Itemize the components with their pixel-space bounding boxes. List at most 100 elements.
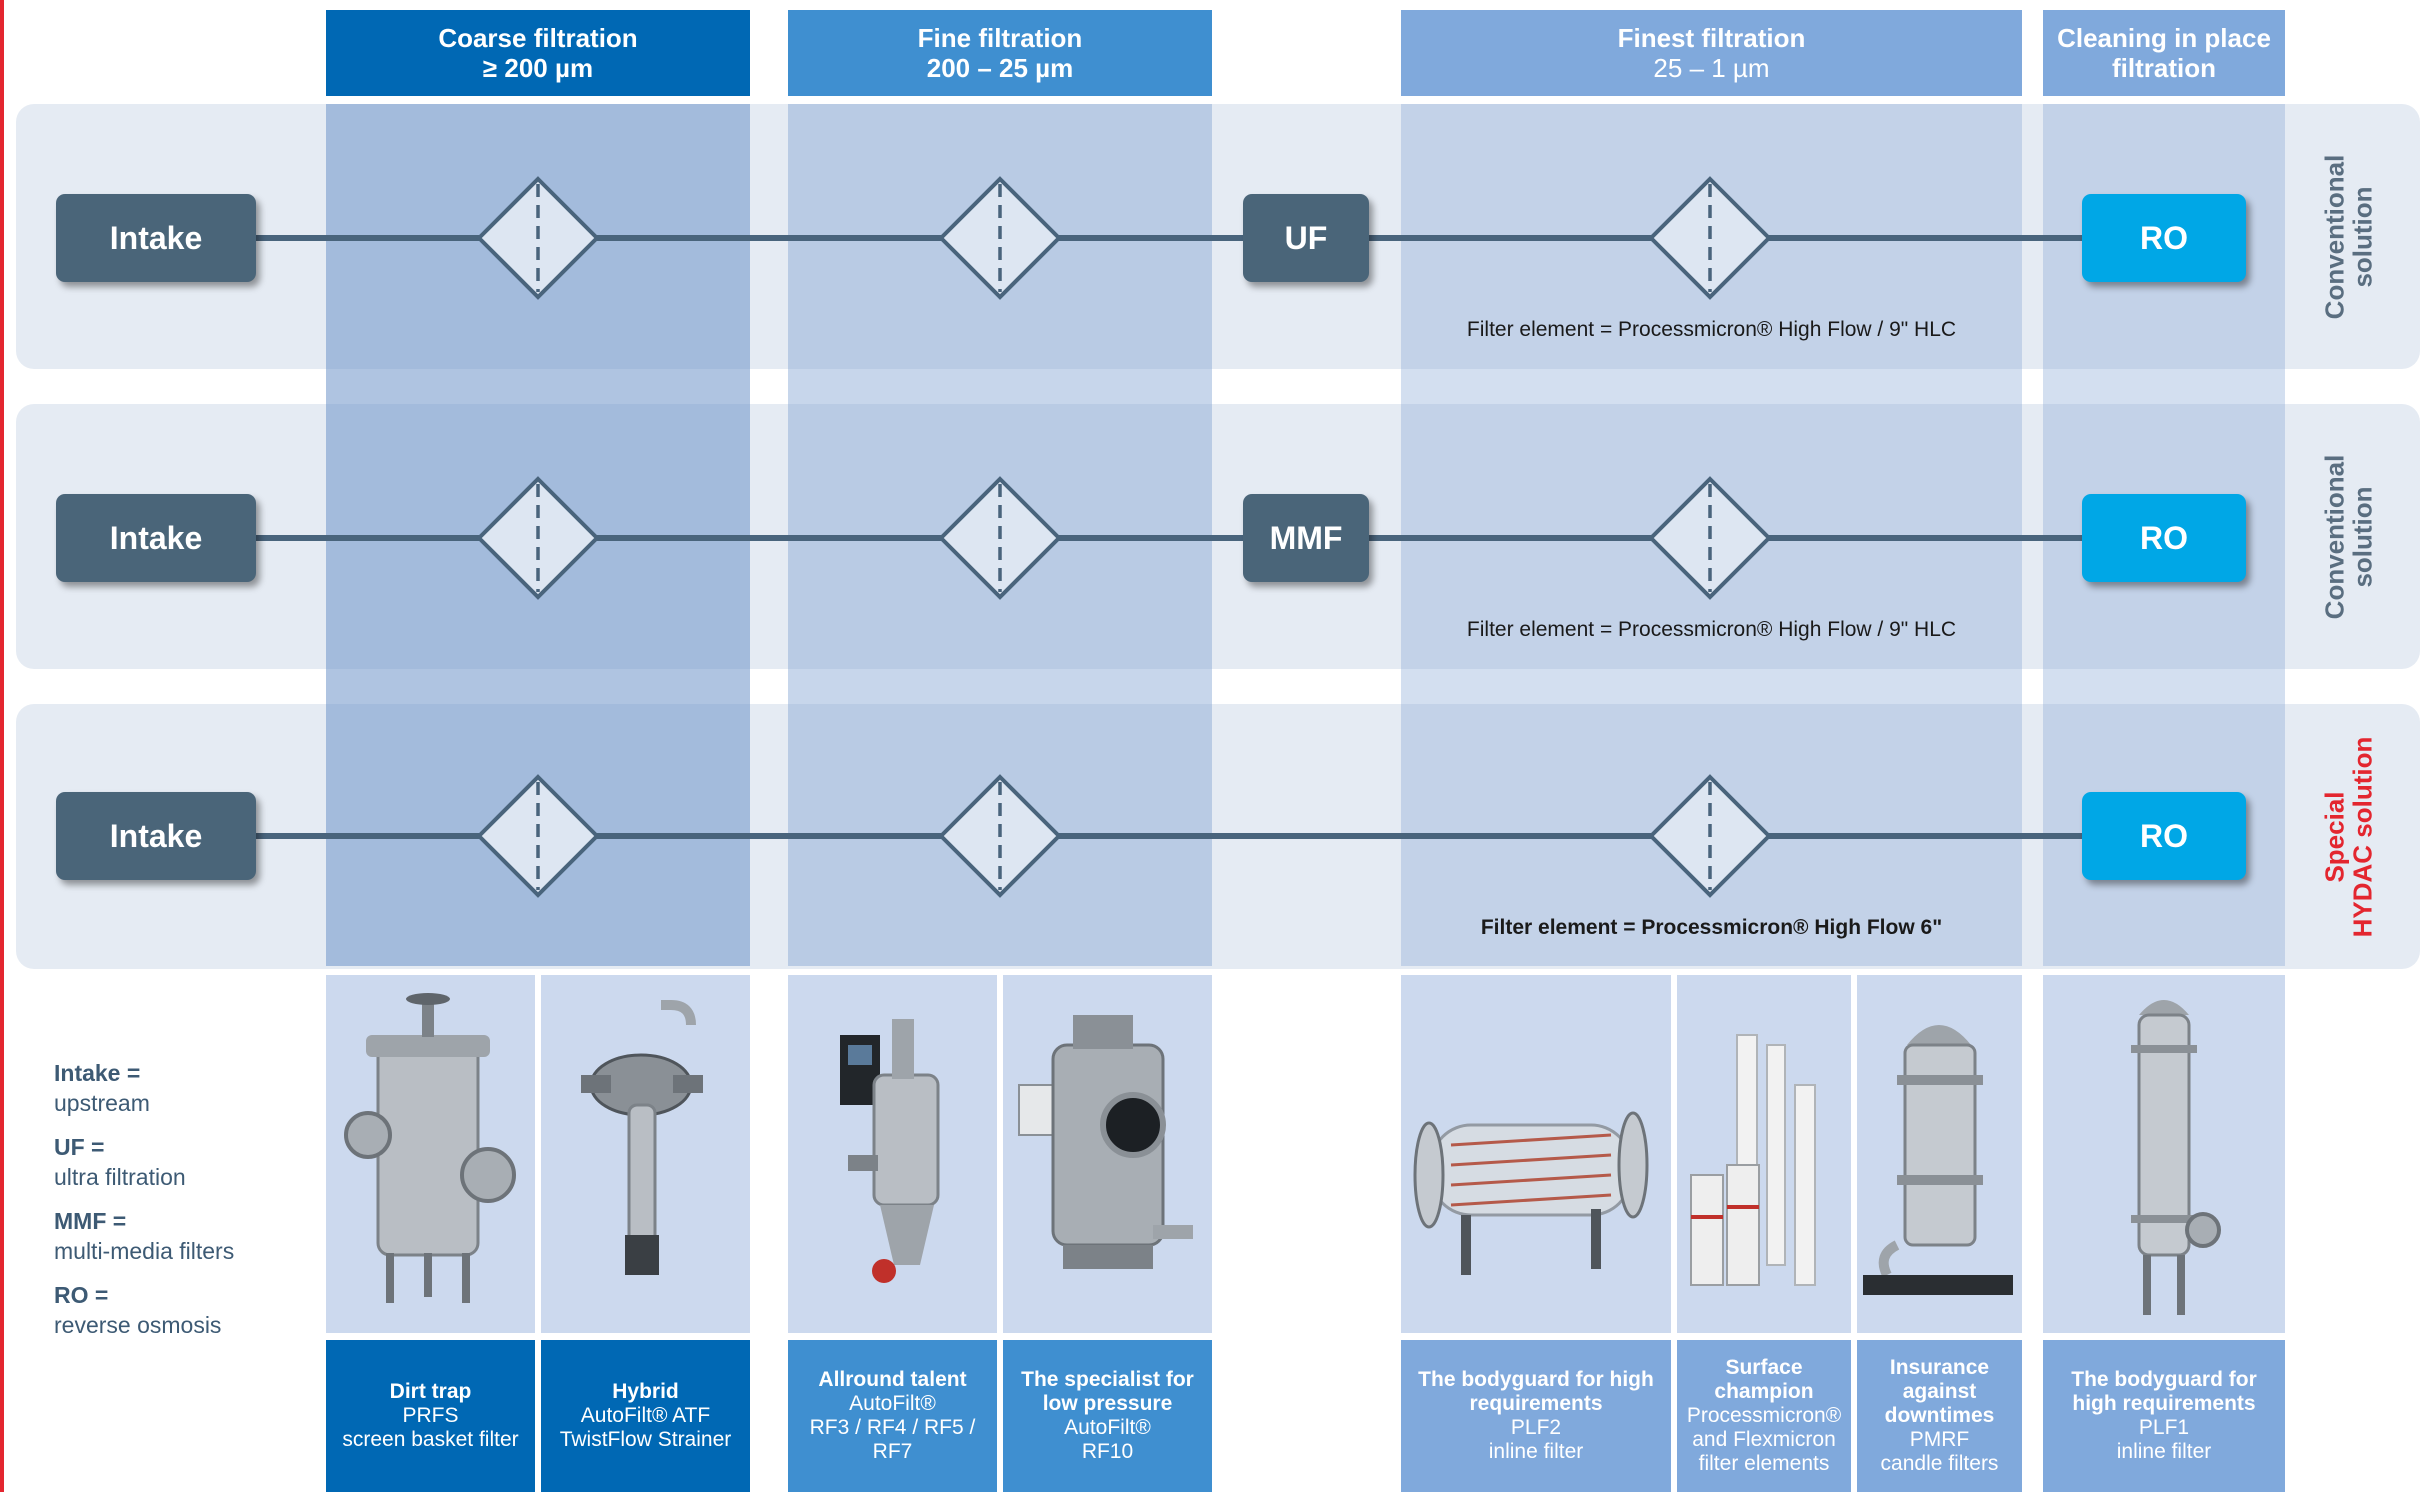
product-line: filter elements [1698,1452,1830,1475]
product-line: AutoFilt® ATF [580,1404,711,1427]
ro-node: RO [2082,194,2246,282]
column-title: Coarse filtration [438,23,638,53]
solution-label-line: HYDAC solution [2347,736,2378,937]
product-image-atf [541,975,750,1333]
legend-key: Intake = [54,1060,141,1086]
product-image-elements [1677,975,1851,1333]
product-line: candle filters [1880,1452,1999,1475]
column-header-coarse: Coarse filtration ≥ 200 µm [326,10,750,96]
filter-element-note: Filter element = Processmicron® High Flo… [1466,618,1957,641]
solution-label-line: Conventional [2319,154,2350,319]
uf-node: UF [1243,194,1369,282]
product-title: Allround talent [818,1368,967,1391]
column-title: Fine filtration [917,23,1083,53]
product-label-pmrf: Insurance against downtimes PMRF candle … [1857,1340,2022,1492]
product-label-rf10: The specialist for low pressure AutoFilt… [1003,1340,1212,1492]
plf2-inline-filter-icon [1413,1111,1649,1275]
column-title: Finest filtration [1617,23,1806,53]
product-line: RF7 [872,1440,913,1463]
product-line: RF3 / RF4 / RF5 / [809,1416,976,1439]
filter-diamond-icon [1648,476,1772,600]
filter-diamond-icon [938,176,1062,300]
flow-line [240,535,2100,541]
column-subtitle: ≥ 200 µm [482,53,594,83]
product-line: PLF2 [1510,1416,1562,1439]
legend-key: MMF = [54,1208,127,1234]
product-image-plf2 [1401,975,1671,1333]
flow-line [240,235,2100,241]
solution-label-line: solution [2347,185,2378,288]
product-line: AutoFilt® [1064,1416,1151,1439]
product-title: The bodyguard for high requirements [1418,1368,1654,1415]
product-label-plf2: The bodyguard for high requirements PLF2… [1401,1340,1671,1492]
product-image-prfs [326,975,535,1333]
filter-diamond-icon [938,774,1062,898]
filter-diamond-icon [938,476,1062,600]
ro-node: RO [2082,792,2246,880]
left-edge-accent [0,0,4,1492]
solution-label-line: Conventional [2319,454,2350,619]
product-line: RF10 [1081,1440,1134,1463]
plf1-inline-filter-icon [2131,1000,2221,1315]
mmf-node: MMF [1243,494,1369,582]
column-subtitle: filtration [2112,53,2216,83]
product-title: The specialist for low pressure [1021,1368,1194,1415]
product-line: inline filter [1488,1440,1584,1463]
product-image-rf [788,975,997,1333]
product-line: PRFS [402,1404,459,1427]
twistflow-strainer-icon [581,1000,703,1275]
candle-filter-icon [1863,1025,2013,1295]
product-label-rf: Allround talent AutoFilt® RF3 / RF4 / RF… [788,1340,997,1492]
product-label-elements: Surface champion Processmicron® and Flex… [1677,1340,1851,1492]
filter-diamond-icon [1648,774,1772,898]
column-header-finest: Finest filtration 25 – 1 µm [1401,10,2022,96]
product-line: AutoFilt® [849,1392,936,1415]
column-subtitle: 200 – 25 µm [926,53,1074,83]
product-line: Processmicron® [1686,1404,1842,1427]
product-line: TwistFlow Strainer [559,1428,732,1451]
filter-diamond-icon [476,774,600,898]
filter-diamond-icon [476,176,600,300]
filter-diamond-icon [476,476,600,600]
product-label-prfs: Dirt trap PRFS screen basket filter [326,1340,535,1492]
autofilt-rf-icon [840,1019,940,1283]
filter-element-note: Filter element = Processmicron® High Flo… [1480,916,1943,939]
flow-line [240,833,2100,839]
intake-node: Intake [56,792,256,880]
intake-node: Intake [56,494,256,582]
product-line: PMRF [1909,1428,1970,1451]
intake-node: Intake [56,194,256,282]
product-image-pmrf [1857,975,2022,1333]
legend-value: ultra filtration [54,1164,186,1190]
screen-basket-filter-icon [344,993,516,1303]
legend-value: reverse osmosis [54,1312,222,1338]
product-title: Surface champion [1714,1356,1814,1403]
legend-value: multi-media filters [54,1238,235,1264]
product-label-plf1: The bodyguard for high requirements PLF1… [2043,1340,2285,1492]
legend-key: UF = [54,1134,105,1160]
product-title: The bodyguard for high requirements [2071,1368,2257,1415]
legend: Intake = upstream UF = ultra filtration MM… [54,1058,334,1354]
filter-diamond-icon [1648,176,1772,300]
product-line: PLF1 [2138,1416,2190,1439]
legend-key: RO = [54,1282,109,1308]
product-line: and Flexmicron [1692,1428,1836,1451]
product-title: Dirt trap [389,1380,472,1403]
column-header-fine: Fine filtration 200 – 25 µm [788,10,1212,96]
solution-label-line: solution [2347,485,2378,588]
filter-element-note: Filter element = Processmicron® High Flo… [1466,318,1957,341]
solution-label-line: Special [2319,790,2350,883]
product-line: screen basket filter [342,1428,519,1451]
autofilt-rf10-icon [1018,1015,1193,1269]
column-subtitle: 25 – 1 µm [1653,53,1770,83]
column-header-cip: Cleaning in place filtration [2043,10,2285,96]
product-label-atf: Hybrid AutoFilt® ATF TwistFlow Strainer [541,1340,750,1492]
legend-value: upstream [54,1090,150,1116]
ro-node: RO [2082,494,2246,582]
product-line: inline filter [2116,1440,2212,1463]
column-title: Cleaning in place [2057,23,2271,53]
filter-elements-icon [1690,1034,1816,1286]
